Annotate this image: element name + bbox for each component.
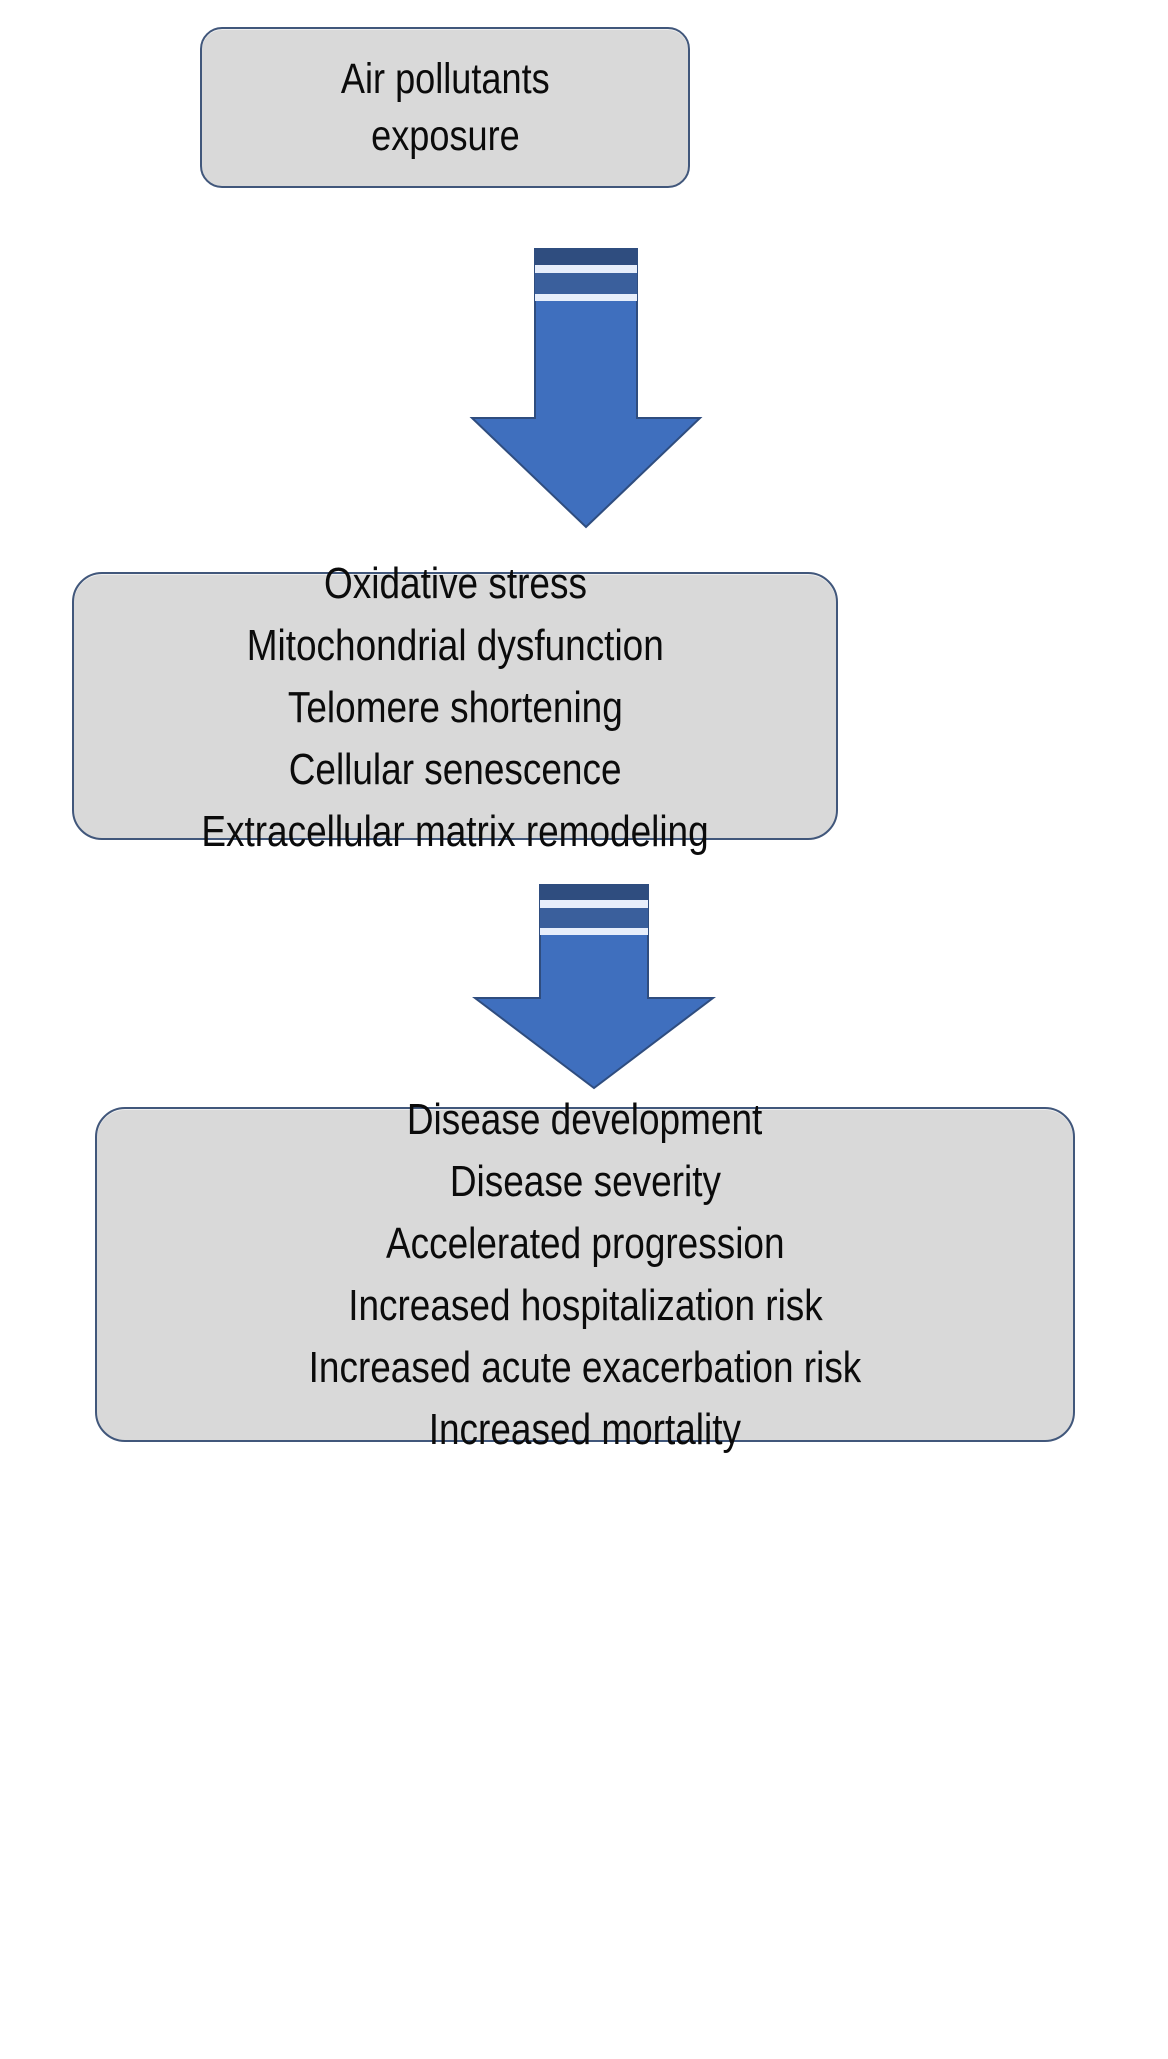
node-line: Telomere shortening	[287, 683, 623, 732]
node-line: Disease severity	[449, 1156, 721, 1206]
node-line: Air pollutants	[340, 54, 550, 103]
arrow-exposure-to-mechanisms	[455, 243, 717, 531]
node-clinical-outcomes[interactable]: Disease development Disease severity Acc…	[95, 1097, 1075, 1451]
node-line: Disease development	[407, 1094, 763, 1144]
node-line: exposure	[370, 111, 520, 160]
node-line: Increased mortality	[428, 1404, 742, 1454]
node-line: Increased hospitalization risk	[347, 1280, 823, 1330]
arrow-mechanisms-to-outcomes	[470, 880, 718, 1092]
node-line: Extracellular matrix remodeling	[201, 807, 709, 856]
node-line: Oxidative stress	[323, 559, 587, 608]
node-air-pollutants-exposure[interactable]: Air pollutants exposure	[200, 27, 690, 188]
node-biological-mechanisms[interactable]: Oxidative stress Mitochondrial dysfuncti…	[72, 562, 838, 854]
node-line: Cellular senescence	[288, 745, 622, 794]
node-line: Increased acute exacerbation risk	[308, 1342, 862, 1392]
node-line: Mitochondrial dysfunction	[246, 621, 664, 670]
node-line: Accelerated progression	[385, 1218, 785, 1268]
